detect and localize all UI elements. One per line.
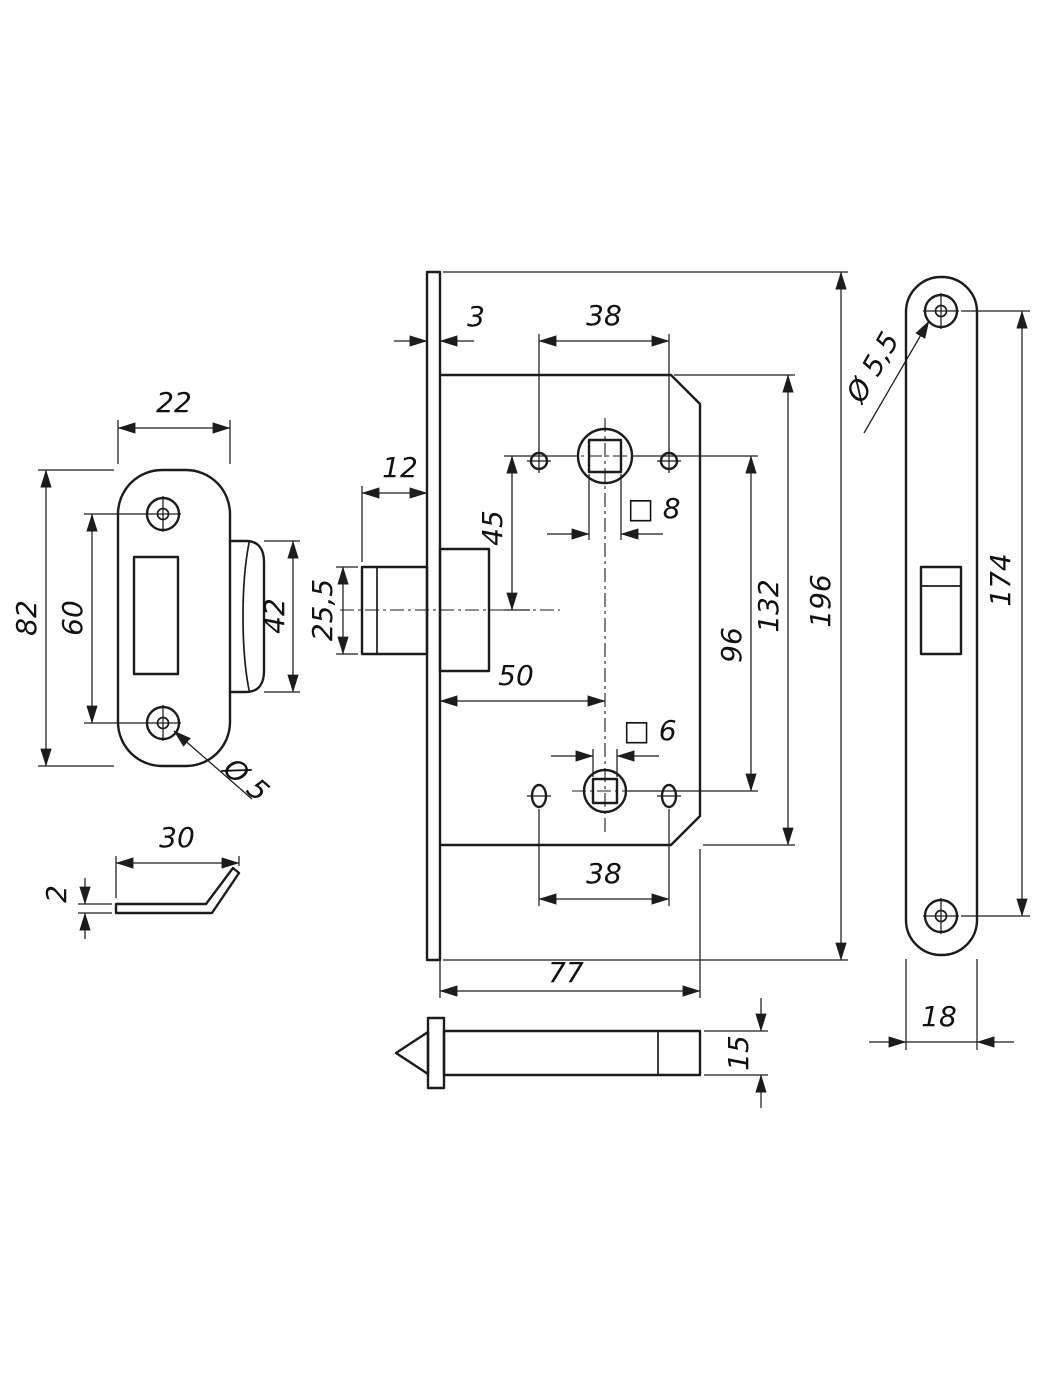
- dust-cover-outline: [114, 866, 241, 915]
- dim-top-hole-spacing: 38: [538, 299, 670, 451]
- dim-strike-height: 82: [10, 469, 114, 767]
- faceplate-outline: [904, 275, 979, 957]
- dim-label-faceplate-height: 196: [804, 574, 837, 627]
- dim-label-faceplate-screw-dia: Ø 5,5: [839, 326, 906, 409]
- lock-case-outline: [438, 373, 702, 847]
- dim-label-spindle-spacing: 96: [715, 627, 748, 663]
- strike-latch-hole: [132, 555, 180, 676]
- dim-latch-protrusion: 12: [361, 451, 428, 562]
- dim-spindle-to-latch: 45: [476, 455, 576, 611]
- dim-cover-length: 30: [115, 821, 240, 898]
- latch-faceplate-section: [426, 1016, 446, 1090]
- faceplate-view: Ø 5,5 174 18: [839, 275, 1030, 1050]
- dim-strike-width: 22: [117, 386, 231, 464]
- faceplate-screw-top: [923, 293, 959, 329]
- oblong-hole-bottom-left: [527, 783, 551, 809]
- strike-lip: [228, 539, 266, 694]
- dim-label-strike-screw-spacing: 60: [56, 600, 89, 636]
- dim-strike-screw-spacing: 60: [56, 513, 145, 724]
- dim-strike-lip-height: 42: [258, 540, 300, 693]
- oblong-hole-bottom-right: [657, 783, 681, 809]
- dim-label-strike-width: 22: [156, 386, 192, 419]
- dim-label-latch-height: 25,5: [306, 579, 339, 641]
- latch-body-bar: [442, 1029, 702, 1077]
- faceplate-strip: [425, 270, 442, 962]
- strike-plate-outline: [116, 468, 232, 768]
- dust-cover-view: 30 2: [40, 821, 241, 939]
- strike-screw-top: [145, 496, 181, 532]
- dim-label-faceplate-thickness: 3: [467, 300, 485, 333]
- dim-faceplate-height: 196: [443, 271, 848, 961]
- dim-label-faceplate-width: 18: [921, 1000, 957, 1033]
- faceplate-latch-opening: [919, 565, 963, 656]
- dim-backset: 50: [439, 659, 606, 707]
- faceplate-screw-bottom: [923, 898, 959, 934]
- dim-label-backset: 50: [498, 659, 534, 692]
- dim-label-case-height: 132: [752, 579, 785, 632]
- strike-screw-bottom: [145, 705, 181, 741]
- dim-label-faceplate-screw-spacing: 174: [984, 553, 1017, 606]
- dim-label-cover-length: 30: [159, 821, 195, 854]
- dim-label-cover-thickness: 2: [40, 885, 73, 903]
- dim-label-latch-protrusion: 12: [382, 451, 418, 484]
- strike-lip-curve: [242, 542, 250, 691]
- dim-latch-height: 25,5: [306, 566, 358, 655]
- dim-label-strike-height: 82: [10, 600, 43, 636]
- dim-spindle-spacing: 96: [628, 455, 758, 792]
- dim-label-top-hole-spacing: 38: [586, 299, 622, 332]
- dim-label-bottom-hole-spacing: 38: [586, 857, 622, 890]
- dim-bottom-hole-spacing: 38: [538, 809, 670, 906]
- dim-faceplate-screw-spacing: 174: [961, 310, 1030, 917]
- dim-label-lower-square: □ 6: [623, 714, 676, 747]
- dim-label-latch-thickness: 15: [722, 1035, 755, 1071]
- lock-body-view: 3 38 12 45 25,5 50: [306, 270, 848, 998]
- dim-label-strike-lip-height: 42: [258, 598, 291, 634]
- dim-case-height: 132: [674, 374, 795, 846]
- dim-label-spindle-square: □ 8: [627, 492, 680, 525]
- dim-faceplate-thickness: 3: [394, 300, 485, 347]
- screw-hole-top-right: [657, 449, 681, 473]
- dim-cover-thickness: 2: [40, 878, 112, 939]
- dim-faceplate-width: 18: [869, 959, 1014, 1050]
- screw-hole-top-left: [527, 449, 551, 473]
- dim-label-spindle-to-latch: 45: [476, 510, 509, 546]
- strike-plate-view: 22 82 60 42 Ø 5: [10, 386, 300, 808]
- dim-label-case-depth: 77: [548, 956, 584, 989]
- dim-latch-thickness: 15: [704, 998, 768, 1108]
- dim-faceplate-screw-dia: Ø 5,5: [839, 320, 930, 434]
- latch-tip: [394, 1030, 430, 1076]
- dim-spindle-square: □ 8: [547, 474, 681, 540]
- dim-lower-square: □ 6: [551, 714, 677, 777]
- latch-bottom-view: 15: [394, 998, 768, 1108]
- dim-label-strike-screw-dia: Ø 5: [216, 751, 275, 809]
- dim-case-depth: 77: [439, 849, 701, 998]
